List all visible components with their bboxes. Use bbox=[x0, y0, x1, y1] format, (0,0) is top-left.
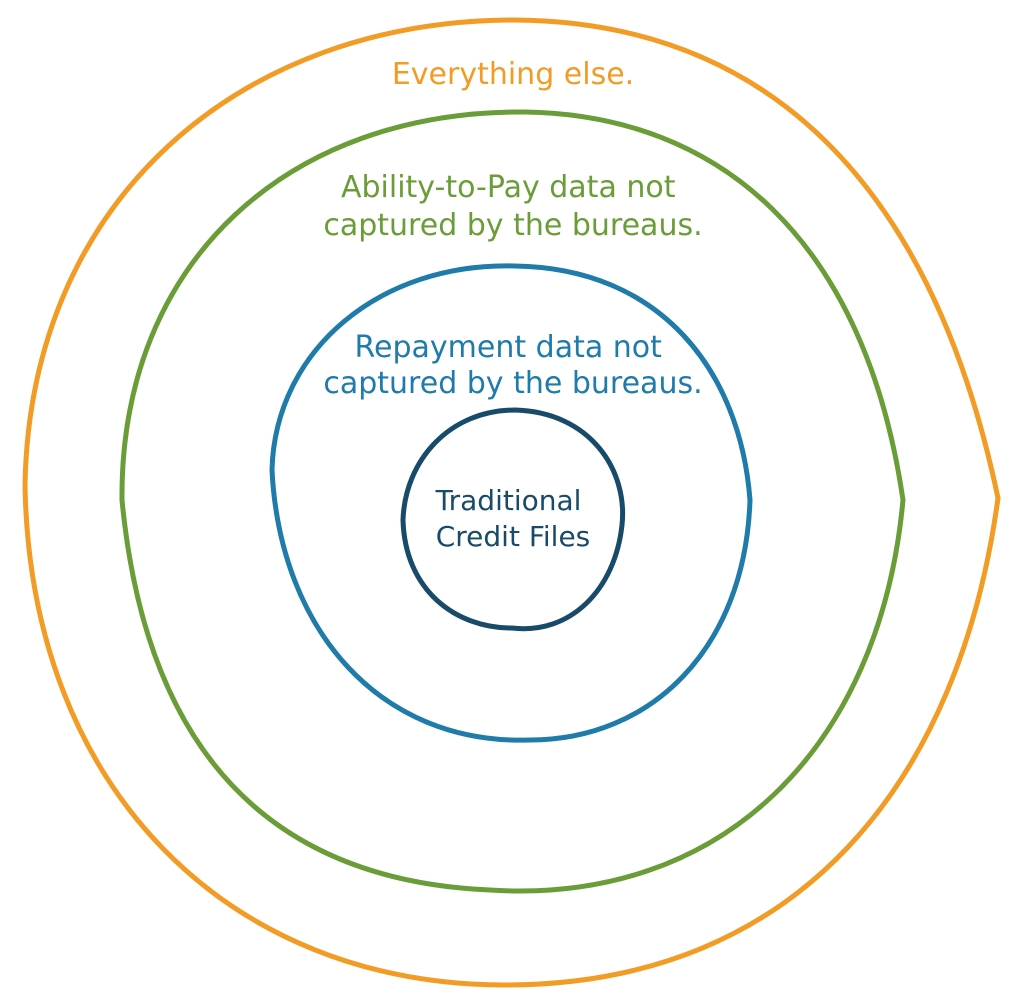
everything-else-label-line-1: Everything else. bbox=[392, 57, 634, 92]
ability-to-pay-label-line-2: captured by the bureaus. bbox=[323, 208, 702, 243]
ability-to-pay-label-line-1: Ability-to-Pay data not bbox=[341, 170, 676, 205]
traditional-credit-files-label: Traditional Credit Files bbox=[435, 484, 591, 553]
traditional-credit-files-label-line-1: Traditional bbox=[435, 484, 582, 517]
repayment-label-line-1: Repayment data not bbox=[355, 330, 663, 365]
repayment-label-line-2: captured by the bureaus. bbox=[323, 366, 702, 401]
everything-else-label: Everything else. bbox=[392, 57, 634, 92]
traditional-credit-files-label-line-2: Credit Files bbox=[436, 520, 591, 553]
repayment-ring bbox=[269, 263, 753, 743]
ability-to-pay-label: Ability-to-Pay data not captured by the … bbox=[323, 170, 702, 243]
traditional-credit-files-ring bbox=[400, 407, 626, 632]
everything-else-ring bbox=[22, 17, 1001, 988]
repayment-label: Repayment data not captured by the burea… bbox=[323, 330, 702, 401]
ability-to-pay-ring bbox=[119, 109, 906, 894]
